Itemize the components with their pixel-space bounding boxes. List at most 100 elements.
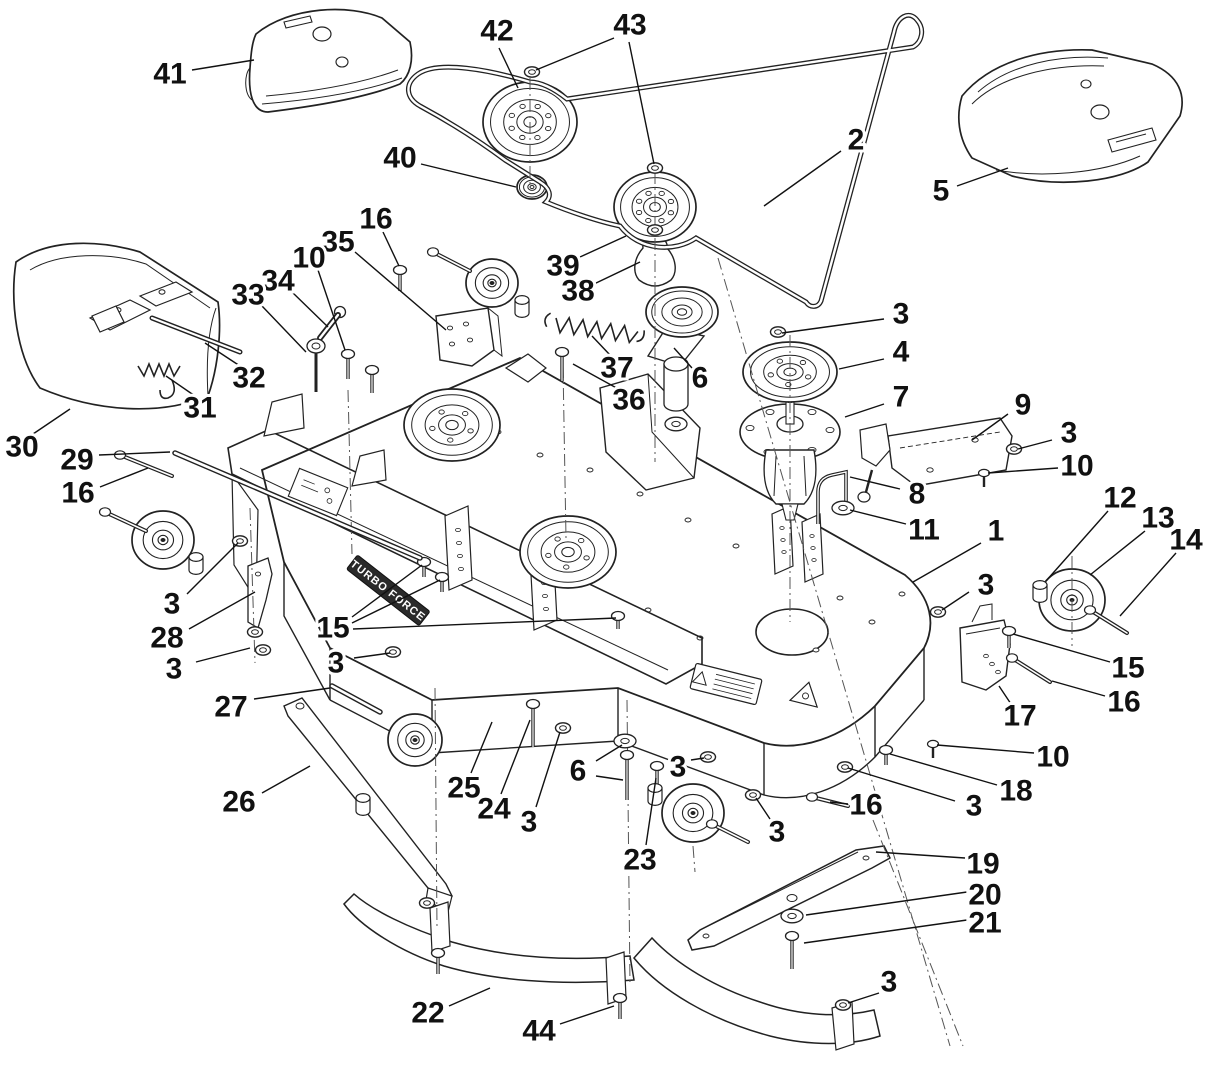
pulley xyxy=(519,515,617,589)
callout-label: 1 xyxy=(988,515,1005,548)
diagram-linework xyxy=(889,753,998,786)
diagram-linework xyxy=(705,819,719,829)
diagram-linework xyxy=(878,744,894,756)
diagram-linework xyxy=(403,388,501,462)
flange-nut xyxy=(699,751,717,763)
diagram-linework xyxy=(1011,657,1051,683)
diagram-linework xyxy=(519,515,617,589)
callout-42: 42 xyxy=(477,12,519,89)
diagram-linework xyxy=(610,610,626,622)
rod xyxy=(329,683,383,715)
diagram-linework xyxy=(429,425,436,431)
diagram-linework xyxy=(195,647,251,663)
diagram-linework xyxy=(1089,530,1146,576)
diagram-linework xyxy=(138,281,194,307)
spacer xyxy=(188,551,204,575)
callout-6: 6 xyxy=(567,744,624,791)
diagram-linework xyxy=(989,661,995,667)
diagram-linework xyxy=(635,209,643,216)
flange-nut xyxy=(646,162,664,174)
diagram-linework xyxy=(579,235,627,258)
diagram-linework xyxy=(248,8,413,113)
diagram-linework xyxy=(158,289,166,295)
diagram-linework xyxy=(755,797,771,820)
diagram-linework xyxy=(160,538,166,542)
diagram-linework xyxy=(104,511,147,532)
rod xyxy=(172,450,423,561)
callout-3: 3 xyxy=(161,542,239,624)
flange-nut xyxy=(231,535,249,547)
diagram-linework xyxy=(151,529,175,551)
diagram-linework xyxy=(543,607,549,612)
diagram-linework xyxy=(99,467,149,488)
callout-22: 22 xyxy=(408,987,491,1033)
callout-28: 28 xyxy=(147,591,256,658)
belt-cover-right-5 xyxy=(957,48,1183,183)
callout-label: 16 xyxy=(61,477,94,510)
bolt xyxy=(1001,625,1017,648)
callout-label: 16 xyxy=(1107,686,1140,719)
callout-label: 10 xyxy=(292,242,325,275)
callout-label: 24 xyxy=(477,793,511,826)
callout-3: 3 xyxy=(518,731,561,842)
caster-bracket-35 xyxy=(435,307,503,367)
callout-label: 29 xyxy=(60,444,93,477)
callout-label: 3 xyxy=(966,790,983,823)
callout-16: 16 xyxy=(1051,680,1144,722)
diagram-linework xyxy=(810,546,816,550)
diagram-linework xyxy=(786,894,798,902)
diagram-linework xyxy=(651,227,659,233)
parts-layer xyxy=(131,81,1106,843)
bolt-angled xyxy=(705,819,750,844)
callout-label: 44 xyxy=(522,1015,556,1048)
bolt xyxy=(525,698,541,747)
diagram-linework xyxy=(504,353,547,383)
diagram-linework xyxy=(711,823,749,843)
diagram-linework xyxy=(788,681,819,708)
flange-nut xyxy=(836,761,854,773)
callout-25: 25 xyxy=(444,721,493,808)
diagram-linework xyxy=(173,451,422,560)
callout-label: 3 xyxy=(769,816,786,849)
diagram-linework xyxy=(525,698,541,710)
diagram-linework xyxy=(261,765,311,794)
diagram-linework xyxy=(595,775,624,781)
diagram-linework xyxy=(204,342,241,367)
callout-29: 29 xyxy=(57,441,171,480)
callout-38: 38 xyxy=(558,261,641,311)
diagram-linework xyxy=(787,912,797,920)
diagram-linework xyxy=(712,673,755,699)
diagram-linework xyxy=(687,807,699,819)
diagram-linework xyxy=(836,595,844,601)
bolt-angled xyxy=(98,507,148,533)
diagram-linework xyxy=(150,316,242,354)
diagram-linework xyxy=(805,891,968,916)
callout-label: 3 xyxy=(670,751,687,784)
flange-nut xyxy=(646,224,664,236)
diagram-linework xyxy=(593,261,641,285)
diagram-linework xyxy=(645,286,719,338)
callout-37: 37 xyxy=(591,335,637,388)
diagram-linework xyxy=(236,538,244,544)
idler-arm-6 xyxy=(646,327,706,412)
diagram-linework xyxy=(500,719,531,795)
diagram-linework xyxy=(817,471,847,524)
diagram-linework xyxy=(455,526,817,612)
flange-nut xyxy=(418,897,436,909)
callout-3: 3 xyxy=(847,767,985,826)
callout-label: 3 xyxy=(521,806,538,839)
diagram-linework xyxy=(995,669,1001,675)
diagram-linework xyxy=(354,251,447,331)
diagram-linework xyxy=(1115,133,1147,143)
callout-3: 3 xyxy=(667,748,705,787)
callout-label: 3 xyxy=(166,653,183,686)
diagram-linework xyxy=(382,231,400,267)
diagram-linework xyxy=(32,408,71,435)
diagram-linework xyxy=(405,730,425,750)
diagram-linework xyxy=(971,413,1009,441)
diagram-linework xyxy=(457,554,463,559)
callout-30: 30 xyxy=(2,408,71,467)
diagram-linework xyxy=(838,358,885,370)
callout-label: 27 xyxy=(214,691,247,724)
